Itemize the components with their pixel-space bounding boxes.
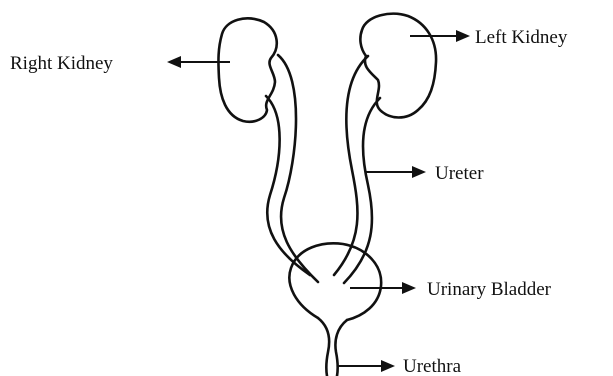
left-ureter-inner-wall: [334, 56, 368, 275]
left-kidney-label: Left Kidney: [475, 27, 568, 48]
left-ureter-outer-wall: [344, 98, 380, 283]
ureter-pointer: [366, 166, 426, 178]
left-kidney: [360, 14, 436, 118]
urethra-right-wall: [335, 320, 347, 376]
urinary-bladder: [289, 243, 381, 320]
left-kidney-pointer: [410, 30, 470, 42]
right-kidney: [218, 18, 276, 121]
right-kidney-pointer: [167, 56, 230, 68]
urethra-left-wall: [318, 318, 329, 376]
urethra-label: Urethra: [403, 356, 462, 376]
ureter-label: Ureter: [435, 163, 484, 184]
right-kidney-label: Right Kidney: [10, 53, 113, 74]
urinary-bladder-label: Urinary Bladder: [427, 279, 552, 300]
urethra-pointer: [338, 360, 395, 372]
urinary-bladder-pointer: [350, 282, 416, 294]
